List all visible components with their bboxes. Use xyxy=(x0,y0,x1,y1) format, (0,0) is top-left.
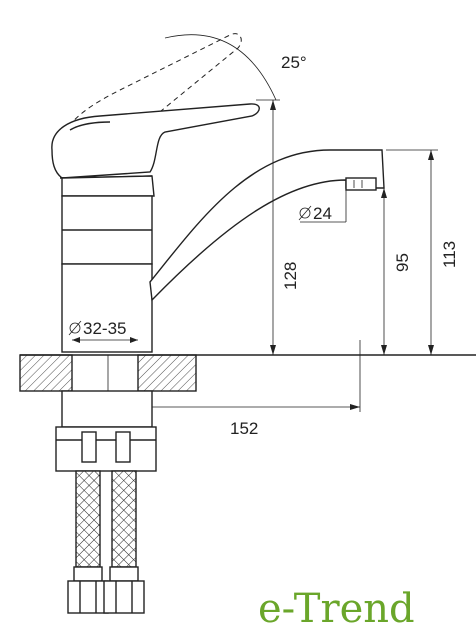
label-113: 113 xyxy=(440,241,459,268)
brand-logo: e-Trend xyxy=(258,586,415,632)
dimension-113 xyxy=(386,149,438,355)
label-128: 128 xyxy=(281,262,300,290)
spout xyxy=(149,149,385,302)
mount-hole-callout xyxy=(68,320,138,343)
supply-hose-left xyxy=(67,470,109,614)
spout-diameter-callout xyxy=(298,190,347,223)
faucet-body xyxy=(61,175,155,353)
label-mount-hole: 32-35 xyxy=(83,319,126,338)
handle-lever xyxy=(51,103,260,179)
label-spout-diameter: 24 xyxy=(313,204,332,223)
label-angle: 25° xyxy=(281,53,307,72)
dimension-128 xyxy=(256,99,280,355)
dimension-95 xyxy=(381,188,387,355)
supply-hose-right xyxy=(103,470,145,614)
countertop-section xyxy=(19,354,476,410)
label-95: 95 xyxy=(393,253,412,272)
mounting-nut xyxy=(55,390,157,472)
label-152: 152 xyxy=(230,419,258,438)
